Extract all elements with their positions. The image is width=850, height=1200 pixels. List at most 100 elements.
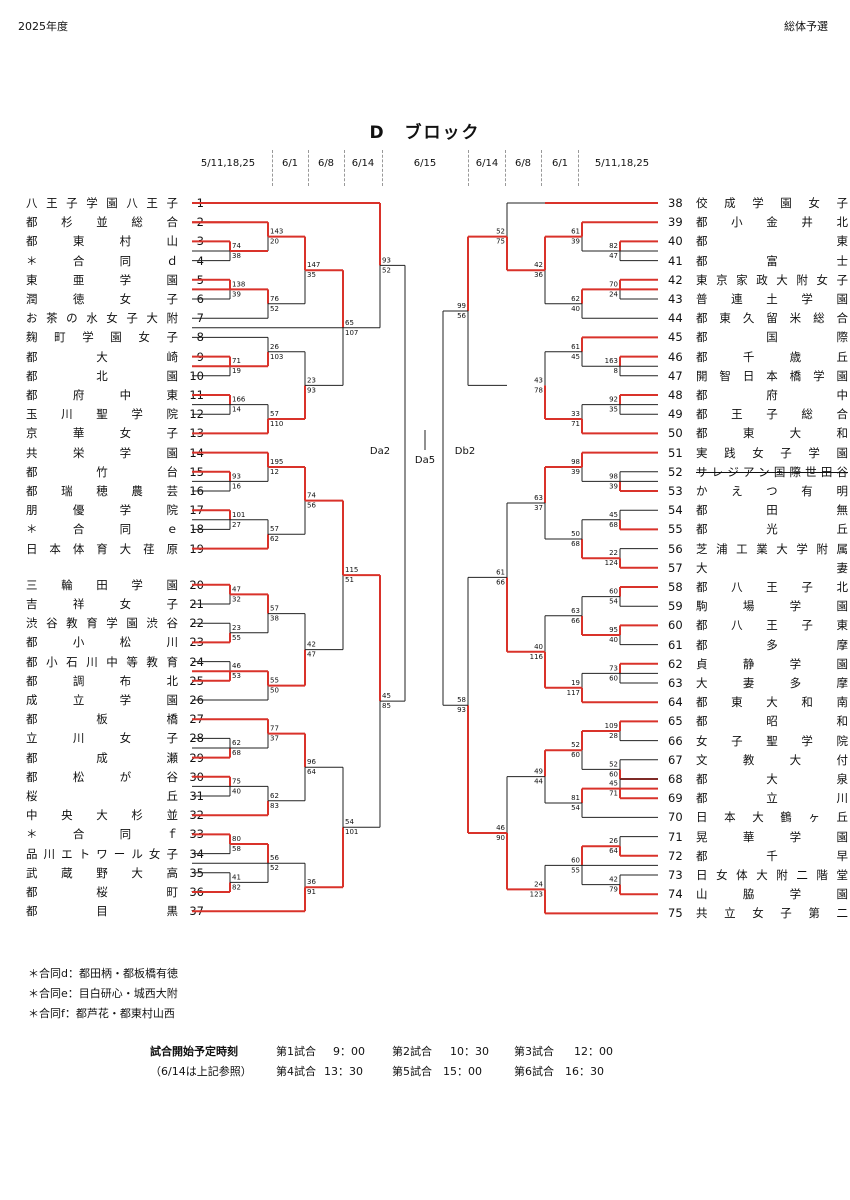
- date-divider: [344, 150, 345, 186]
- team-number: 75: [668, 906, 683, 921]
- team-number: 63: [668, 676, 683, 690]
- team-name: 都千歳丘: [696, 349, 848, 364]
- match-score: 116: [530, 653, 544, 661]
- match-score: 62: [270, 535, 279, 543]
- match-score: 57: [270, 410, 279, 418]
- team-name: 麹町学園女子: [26, 330, 178, 345]
- match-score: 24: [609, 290, 618, 298]
- match-score: 39: [571, 238, 580, 246]
- date-divider: [578, 150, 579, 186]
- team-name: 実践女子学園: [696, 445, 848, 460]
- team-number: 38: [668, 196, 683, 210]
- joint-team-note: ＊合同f：都芦花・都東村山西: [28, 1007, 175, 1020]
- team-name: 都東村山: [26, 234, 178, 249]
- team-name: 普連土学園: [696, 292, 848, 306]
- match-score: 16: [232, 482, 241, 490]
- team-number: 67: [668, 752, 683, 767]
- match-score: 46: [232, 662, 241, 670]
- team-name: 文教大付: [696, 752, 848, 767]
- date-divider: [505, 150, 506, 186]
- team-name: 日本大鶴ヶ丘: [696, 810, 848, 825]
- match-score: 45: [382, 692, 391, 700]
- match-score: 40: [534, 643, 543, 651]
- team-name: 武蔵野大高: [26, 865, 178, 880]
- year-label: 2025年度: [18, 20, 68, 33]
- match-score: 73: [609, 664, 618, 672]
- team-number: 41: [668, 253, 683, 268]
- team-name: 桜丘: [26, 789, 178, 803]
- match-score: 28: [609, 732, 618, 740]
- team-number: 70: [668, 810, 683, 825]
- joint-team-note: ＊合同e：目白研心・城西大附: [28, 987, 178, 1000]
- date-left-r1: 5/11,18,25: [200, 158, 256, 169]
- team-number: 73: [668, 868, 683, 882]
- match-score: 54: [609, 598, 618, 606]
- match-score: 75: [232, 777, 241, 785]
- match-score: 66: [571, 617, 580, 625]
- match-score: 8: [614, 367, 618, 375]
- team-name: 都大泉: [696, 772, 848, 786]
- team-name: 都立川: [696, 791, 848, 806]
- match-score: 92: [609, 396, 618, 404]
- match-score: 35: [609, 406, 618, 414]
- match-score: 43: [534, 376, 543, 384]
- match-score: 68: [609, 521, 618, 529]
- match-score: 38: [232, 252, 241, 260]
- match-score: 91: [307, 888, 316, 896]
- date-divider: [308, 150, 309, 186]
- match-score: 26: [609, 837, 618, 845]
- joint-team-note: ＊合同d：都田柄・都板橋有徳: [28, 967, 178, 980]
- team-number: 56: [668, 541, 683, 556]
- team-name: 朋優学院: [26, 503, 178, 518]
- match-score: 163: [605, 357, 618, 365]
- date-divider: [541, 150, 542, 186]
- match-score: 82: [232, 883, 241, 891]
- team-name: 都八王子東: [696, 618, 848, 633]
- match-score: 38: [270, 615, 279, 623]
- match-score: 117: [567, 689, 580, 697]
- slot-label: 第4試合: [276, 1065, 316, 1078]
- match-score: 57: [270, 525, 279, 533]
- team-name: 玉川聖学院: [26, 407, 178, 422]
- team-number: 61: [668, 637, 683, 652]
- match-score: 37: [270, 735, 279, 743]
- team-name: 日本体育大荏原: [26, 541, 178, 556]
- team-name: 都府中東: [26, 388, 178, 402]
- team-name: 共栄学園: [26, 445, 178, 460]
- match-score: 62: [270, 792, 279, 800]
- match-score: 40: [232, 787, 241, 795]
- date-right-r4: 6/14: [475, 158, 499, 169]
- team-name: 都多摩: [696, 637, 848, 652]
- match-score: 83: [270, 802, 279, 810]
- team-name: 都富士: [696, 253, 848, 268]
- match-score: 109: [605, 722, 618, 730]
- match-score: 56: [270, 854, 279, 862]
- match-score: 51: [345, 576, 354, 584]
- team-number: 48: [668, 388, 683, 402]
- match-score: 45: [609, 780, 618, 788]
- team-name: 都小石川中等教育: [26, 654, 178, 669]
- team-number: 60: [668, 618, 683, 633]
- match-score: 19: [232, 367, 241, 375]
- team-name: 都千早: [696, 848, 848, 863]
- match-score: 56: [307, 502, 316, 510]
- match-score: 61: [496, 568, 505, 576]
- slot-time: 13：30: [324, 1065, 363, 1078]
- match-score: 93: [307, 386, 316, 394]
- team-name: 都調布北: [26, 673, 178, 688]
- bracket-label-da5: Da5: [415, 455, 435, 466]
- match-score: 75: [496, 238, 505, 246]
- bracket-label-db2: Db2: [455, 446, 475, 457]
- team-number: 46: [668, 349, 683, 364]
- team-name: 都松が谷: [26, 769, 178, 784]
- match-score: 61: [571, 343, 580, 351]
